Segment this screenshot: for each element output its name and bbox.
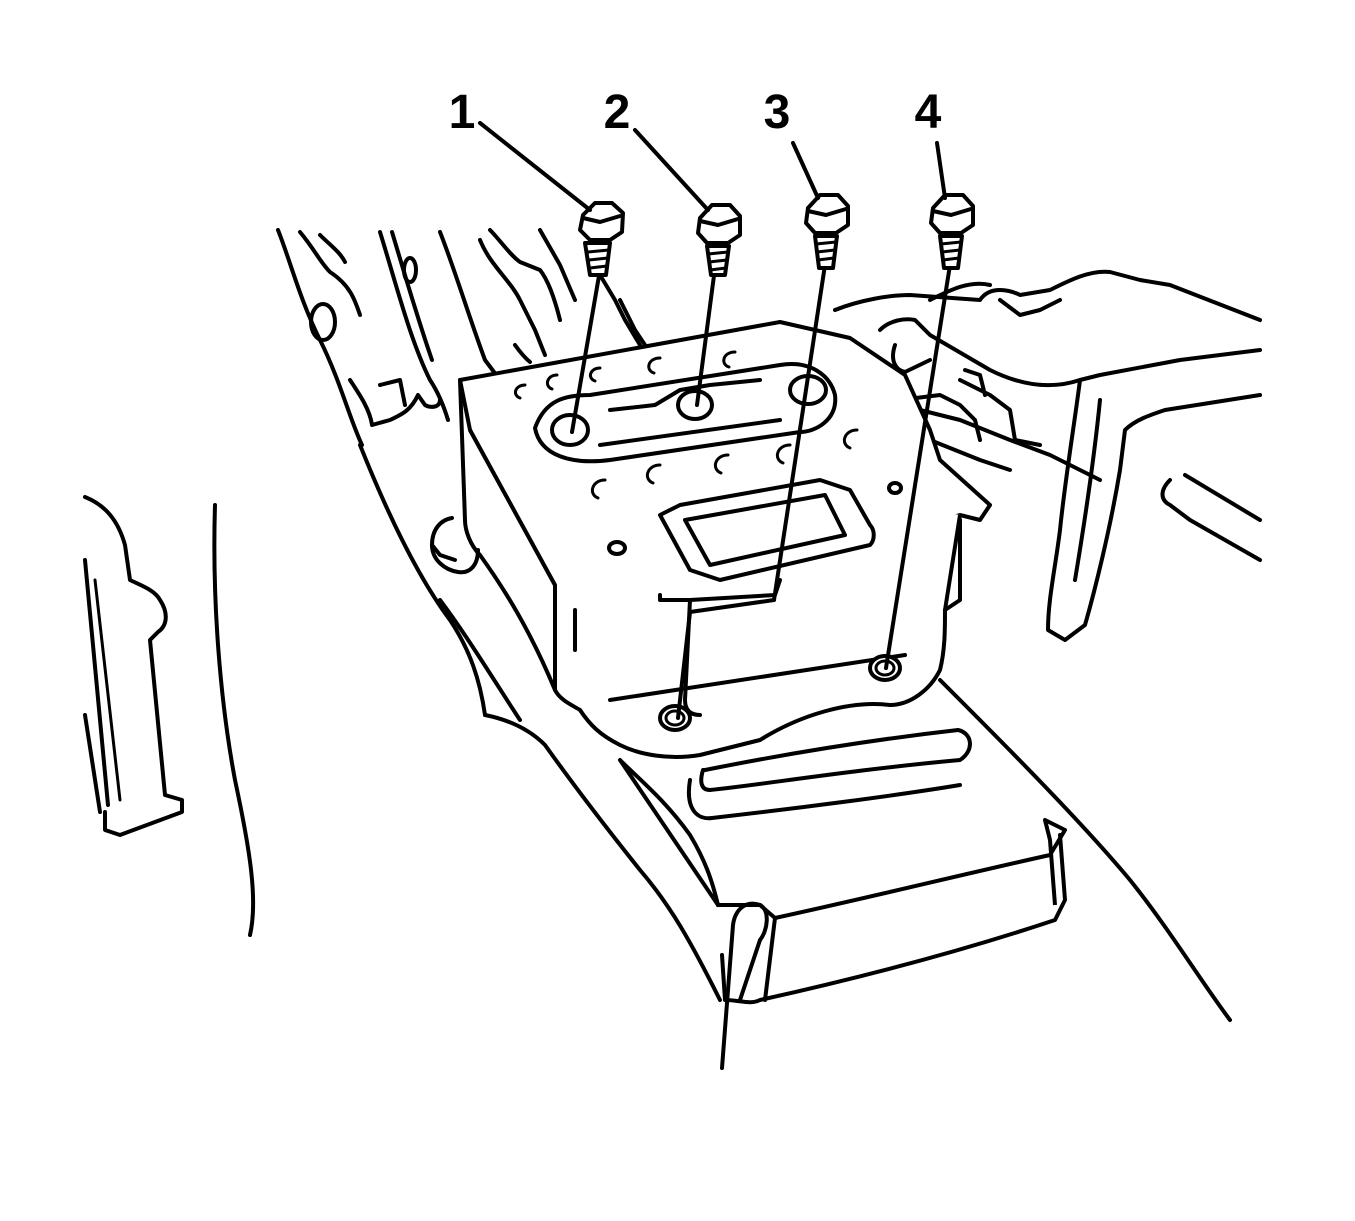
bolt-4 [929, 193, 975, 270]
abs-module [458, 320, 992, 759]
right-bracket-structure [833, 269, 1262, 1022]
lower-frame-rail [358, 443, 722, 1002]
upper-left-structure [276, 228, 647, 447]
callout-label-2: 2 [604, 86, 631, 139]
bolt-1 [578, 201, 625, 277]
callout-label-1: 1 [449, 86, 476, 139]
callout-leaders [478, 121, 947, 212]
bolt-2 [696, 203, 742, 277]
bolt-3 [804, 193, 850, 270]
callout-label-3: 3 [764, 86, 791, 139]
callout-label-4: 4 [915, 86, 942, 139]
leader-lines [570, 243, 952, 720]
mounting-pad [618, 728, 1067, 1070]
callout-numbers: 1 2 3 4 [449, 86, 942, 139]
left-panel-structure [83, 495, 256, 937]
